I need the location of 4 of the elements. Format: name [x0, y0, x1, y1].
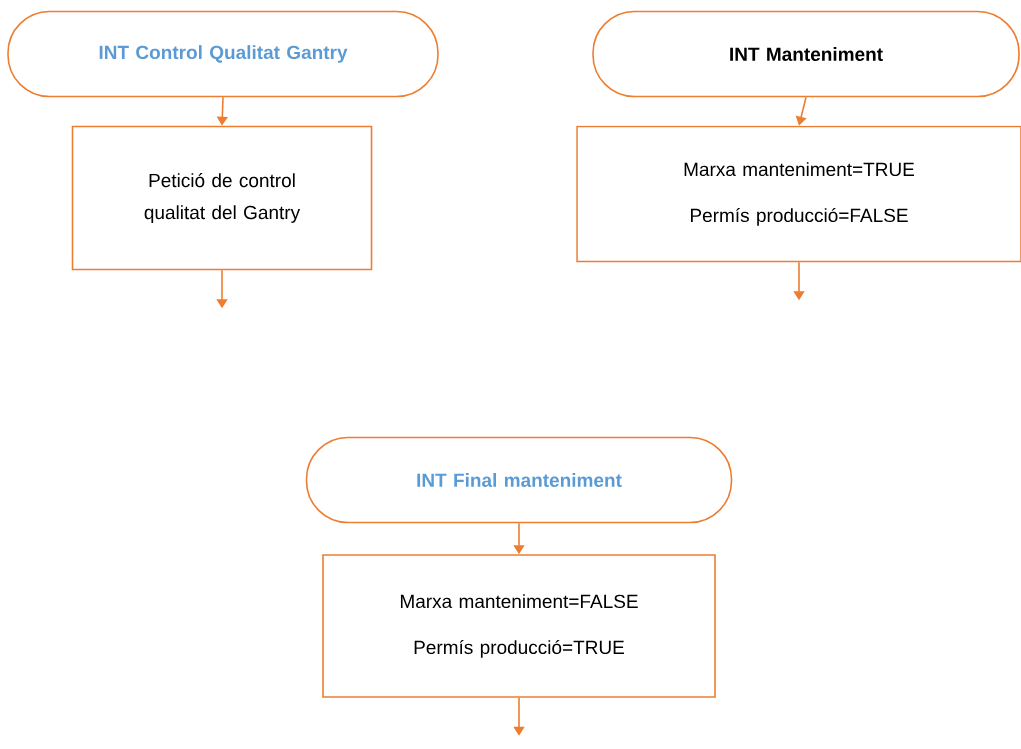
- process-box: Petició de control qualitat del Gantry: [71, 125, 373, 271]
- process-box: Marxa manteniment=FALSE Permís producció=TRUE: [322, 554, 716, 698]
- process-box: Marxa manteniment=TRUE Permís producció=FALSE: [576, 125, 1021, 263]
- arrow: [513, 697, 525, 736]
